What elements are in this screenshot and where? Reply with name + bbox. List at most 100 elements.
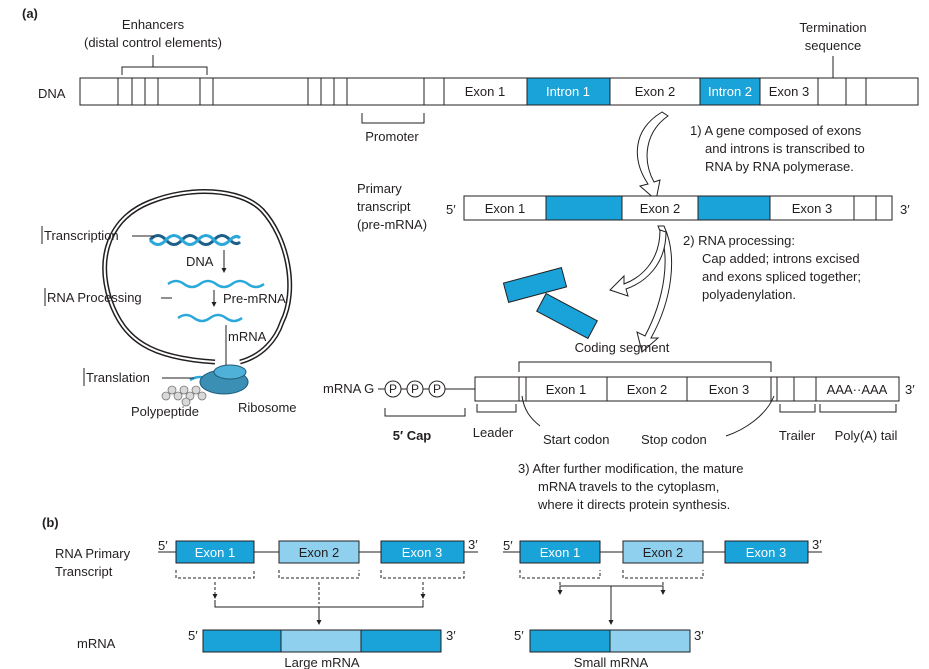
large-mrna-exon-3 <box>360 629 442 653</box>
rna-primary-label-2: Transcript <box>55 564 113 579</box>
mrna-exon-1-label: Exon 1 <box>546 382 586 397</box>
step-1-line-3: RNA by RNA polymerase. <box>705 159 854 174</box>
b-right-exon-2-label: Exon 2 <box>643 545 683 560</box>
mrna-exon-1 <box>525 376 608 402</box>
b-left-exon-2-label: Exon 2 <box>299 545 339 560</box>
polyA-tail-label: Poly(A) tail <box>835 428 898 443</box>
step-3-line-1: 3) After further modification, the matur… <box>518 461 743 476</box>
processing-arrow-branch <box>609 229 667 297</box>
dna-helix-strand-2 <box>148 234 242 246</box>
dna-exon-2 <box>609 77 701 106</box>
primary-label-2: transcript <box>357 199 411 214</box>
b-left-3prime: 3′ <box>468 537 478 552</box>
pre-mrna-squiggle <box>167 279 265 289</box>
mrna-exon-2-label: Exon 2 <box>627 382 667 397</box>
step-2-line-2: Cap added; introns excised <box>702 251 860 266</box>
rna-primary-label-1: RNA Primary <box>55 546 131 561</box>
large-mrna-exon-1 <box>202 629 282 653</box>
pre-mrna-intron-1 <box>545 195 623 221</box>
trailer-label: Trailer <box>779 428 816 443</box>
promoter-bracket <box>361 113 425 124</box>
step-3-line-3: where it directs protein synthesis. <box>537 497 730 512</box>
pre-mrna-intron-2 <box>697 195 771 221</box>
dna-exon-3 <box>759 77 819 106</box>
polyA-label: AAA··AAA <box>827 382 888 397</box>
termination-label: Termination <box>799 20 866 35</box>
b-left-exon-3 <box>380 540 465 564</box>
ribosome-label: Ribosome <box>238 400 297 415</box>
dna-exon-3-label: Exon 3 <box>769 84 809 99</box>
promoter-label: Promoter <box>365 129 419 144</box>
b-left-dash-1 <box>175 570 255 579</box>
pre-mrna-3prime: 3′ <box>900 202 910 217</box>
mrna-exon-2 <box>606 376 688 402</box>
enhancers-bracket <box>121 55 208 75</box>
cap-bracket <box>384 408 466 417</box>
step-1-line-2: and introns is transcribed to <box>705 141 865 156</box>
excised-intron-1 <box>502 266 568 304</box>
dna-intron-1-label: Intron 1 <box>546 84 590 99</box>
step-2-line-3: and exons spliced together; <box>702 269 861 284</box>
b-right-exon-3-label: Exon 3 <box>746 545 786 560</box>
trailer-bracket <box>779 404 816 413</box>
small-mrna-exon-1 <box>529 629 611 653</box>
dna-exon-1-label: Exon 1 <box>465 84 505 99</box>
pre-mrna-exon-2-label: Exon 2 <box>640 201 680 216</box>
primary-label-3: (pre-mRNA) <box>357 217 427 232</box>
transcription-label: Transcription <box>44 228 119 243</box>
pre-mrna-exon-3 <box>769 195 855 221</box>
b-right-dash-1 <box>519 570 601 579</box>
mrna-exon-3 <box>686 376 772 402</box>
phosphate-1-label: P <box>389 382 397 396</box>
pre-mrna-exon-1-label: Exon 1 <box>485 201 525 216</box>
phosphate-2-label: P <box>411 382 419 396</box>
rna-processing-label: RNA Processing <box>47 290 142 305</box>
step-2-line-1: 2) RNA processing: <box>683 233 795 248</box>
cell-dna-label: DNA <box>186 254 214 269</box>
start-codon-label: Start codon <box>543 432 610 447</box>
b-right-5prime: 5′ <box>503 538 513 553</box>
b-mrna-label: mRNA <box>77 636 116 651</box>
nucleus-outline-inner <box>103 190 291 363</box>
small-mrna-label: Small mRNA <box>574 655 649 669</box>
coding-segment-label: Coding segment <box>575 340 670 355</box>
mrna-exon-3-label: Exon 3 <box>709 382 749 397</box>
panel-b-label: (b) <box>42 515 59 530</box>
dna-intron-2 <box>699 77 761 106</box>
cap-label: 5′ Cap <box>393 428 432 443</box>
b-right-exon-3 <box>724 540 809 564</box>
termination-sublabel: sequence <box>805 38 861 53</box>
pre-mrna-5prime: 5′ <box>446 202 456 217</box>
b-large-5prime: 5′ <box>188 628 198 643</box>
leader-bracket <box>476 404 517 413</box>
stop-codon-label: Stop codon <box>641 432 707 447</box>
small-mrna-exon-2 <box>609 629 691 653</box>
cell-mrna-label: mRNA <box>228 329 267 344</box>
processing-arrow-main <box>636 225 673 353</box>
stop-codon-pointer <box>725 395 775 437</box>
dna-intron-2-label: Intron 2 <box>708 84 752 99</box>
step-2-line-4: polyadenylation. <box>702 287 796 302</box>
mrna-3prime: 3′ <box>905 382 915 397</box>
enhancers-sublabel: (distal control elements) <box>84 35 222 50</box>
excised-intron-2 <box>536 292 598 340</box>
b-right-exon-1 <box>519 540 601 564</box>
polyA-box <box>815 376 900 402</box>
b-left-exon-2 <box>278 540 360 564</box>
mrna-squiggle <box>177 313 243 323</box>
leader-label: Leader <box>473 425 514 440</box>
b-large-3prime: 3′ <box>446 628 456 643</box>
cell-pre-mrna-label: Pre-mRNA <box>223 291 286 306</box>
dna-intron-1 <box>526 77 611 106</box>
b-left-dash-2 <box>278 570 360 579</box>
b-left-exon-3-label: Exon 3 <box>402 545 442 560</box>
dna-exon-2-label: Exon 2 <box>635 84 675 99</box>
b-right-3prime: 3′ <box>812 537 822 552</box>
large-mrna-exon-2 <box>280 629 362 653</box>
b-right-exon-2 <box>622 540 704 564</box>
polypeptide-chain <box>161 385 207 407</box>
b-left-exon-1 <box>175 540 255 564</box>
transcription-arrow <box>636 111 669 201</box>
b-left-exon-1-label: Exon 1 <box>195 545 235 560</box>
panel-a-label: (a) <box>22 6 38 21</box>
